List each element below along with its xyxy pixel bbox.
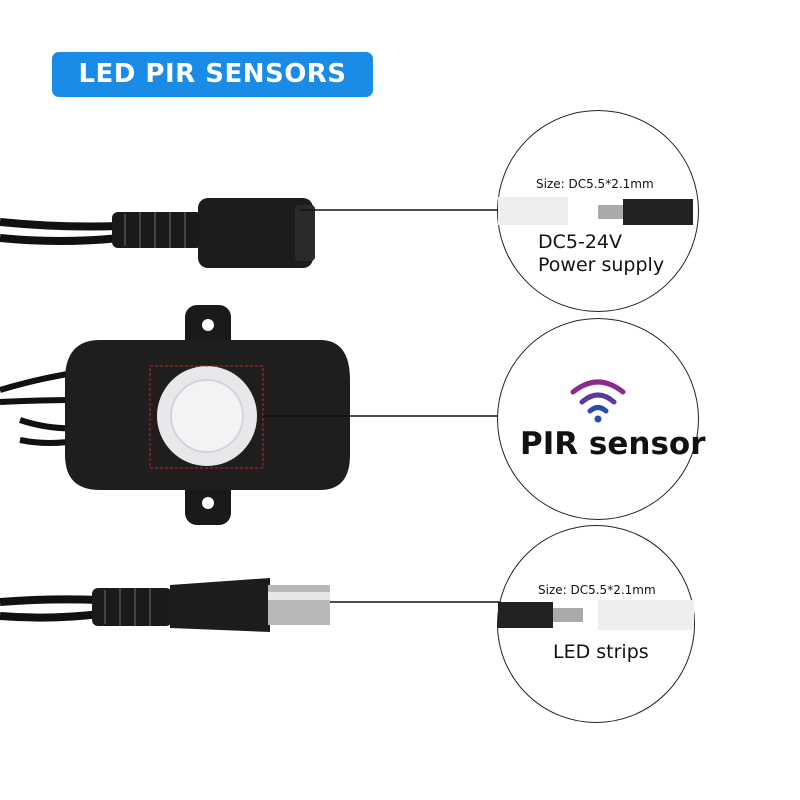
- pir-sensor-module: [0, 305, 350, 525]
- dc-connector-pair-icon: [498, 600, 694, 630]
- wifi-signal-icon: [570, 379, 626, 423]
- led-strips-label: LED strips: [553, 641, 649, 663]
- title-banner: LED PIR SENSORS: [52, 52, 373, 97]
- callout-power: Size: DC5.5*2.1mm DC5-24V Power supply: [497, 110, 699, 312]
- power-size-label: Size: DC5.5*2.1mm: [536, 177, 654, 191]
- callout-sensor: PIR sensor: [497, 318, 706, 520]
- led-size-label: Size: DC5.5*2.1mm: [538, 583, 656, 597]
- power-supply-label: Power supply: [538, 254, 665, 276]
- power-voltage-label: DC5-24V: [538, 231, 623, 253]
- dc-connector-pair-icon: [498, 197, 693, 225]
- callout-led: Size: DC5.5*2.1mm LED strips: [497, 525, 695, 723]
- male-dc-plug: [0, 578, 330, 632]
- female-dc-jack: [0, 198, 315, 268]
- pir-sensor-label: PIR sensor: [520, 426, 706, 462]
